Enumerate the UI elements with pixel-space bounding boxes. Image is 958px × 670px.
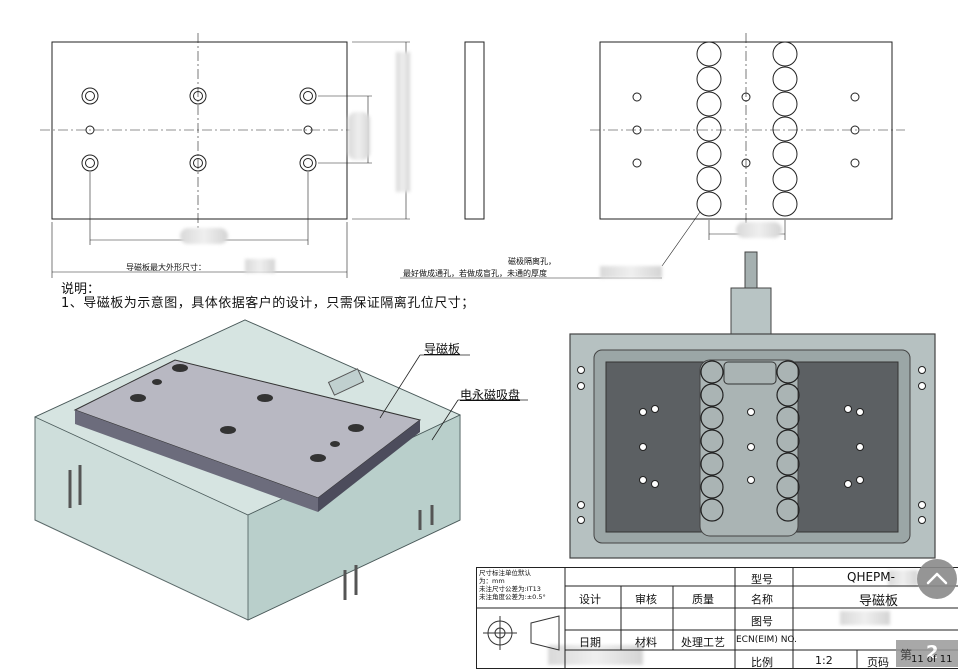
callout-chuck: 电永磁吸盘 [460, 388, 521, 402]
isolation-hole-note-line2: 最好做成通孔，若做成盲孔，未通的厚度 [403, 269, 547, 278]
isolation-holes-left [696, 41, 722, 217]
scale-value: 1:2 [815, 654, 833, 667]
remarks: 尺寸标注单位默认 为：mm 未注尺寸公差为:IT13 未注角度公差为:±0.5° [479, 569, 546, 601]
chevron-up-icon [926, 572, 948, 585]
scroll-to-top-button[interactable] [917, 559, 957, 599]
scale-label: 比例 [751, 656, 773, 669]
plate-top-view [590, 33, 905, 267]
notes-title: 说明： [61, 282, 101, 297]
blurred-dimension [348, 112, 370, 160]
review-label: 审核 [635, 593, 657, 606]
isolation-hole-note-line1: 磁极隔离孔， [508, 257, 556, 266]
title-block-grid [477, 568, 958, 668]
callout-guide-plate: 导磁板 [424, 342, 461, 356]
name-value: 导磁板 [859, 594, 899, 609]
blurred-dimension [245, 259, 275, 273]
notes-item-1: 1、导磁板为示意图，具体依据客户的设计，只需保证隔离孔位尺寸； [61, 296, 475, 311]
blurred-dimension [180, 228, 228, 244]
page-value: 11 of 11 [911, 654, 953, 665]
name-label: 名称 [751, 593, 773, 606]
ecn-label: ECN(EIM) NO. [736, 635, 798, 645]
blurred-dimension [600, 266, 662, 278]
isolation-holes-right [772, 41, 798, 217]
design-label: 设计 [579, 593, 601, 606]
blurred-dimension [840, 611, 890, 625]
plate-holes [81, 87, 317, 172]
model-value: QHEPM- [847, 570, 895, 584]
blurred-dimension [396, 52, 410, 192]
model-label: 型号 [751, 573, 773, 586]
quality-label: 质量 [692, 593, 714, 606]
blurred-dimension [736, 222, 782, 238]
drawing-no-label: 图号 [751, 615, 773, 628]
outline-dimension-label: 导磁板最大外形尺寸： [126, 263, 206, 272]
material-label: 材料 [635, 636, 657, 649]
process-label: 处理工艺 [681, 636, 725, 649]
page-label: 页码 [867, 656, 889, 669]
page-number: 2 [926, 642, 939, 663]
chuck-top-view [569, 251, 936, 559]
projection-symbol [483, 615, 560, 651]
page-indicator[interactable]: 第 2 [896, 640, 958, 667]
title-block: 尺寸标注单位默认 为：mm 未注尺寸公差为:IT13 未注角度公差为:±0.5°… [476, 567, 958, 669]
blurred-dimension [888, 570, 918, 586]
chuck-3d-view [34, 319, 528, 621]
page-prefix: 第 [900, 648, 913, 662]
date-label: 日期 [579, 636, 601, 649]
plate-front-view [40, 33, 410, 278]
plate-side-view [464, 41, 485, 220]
